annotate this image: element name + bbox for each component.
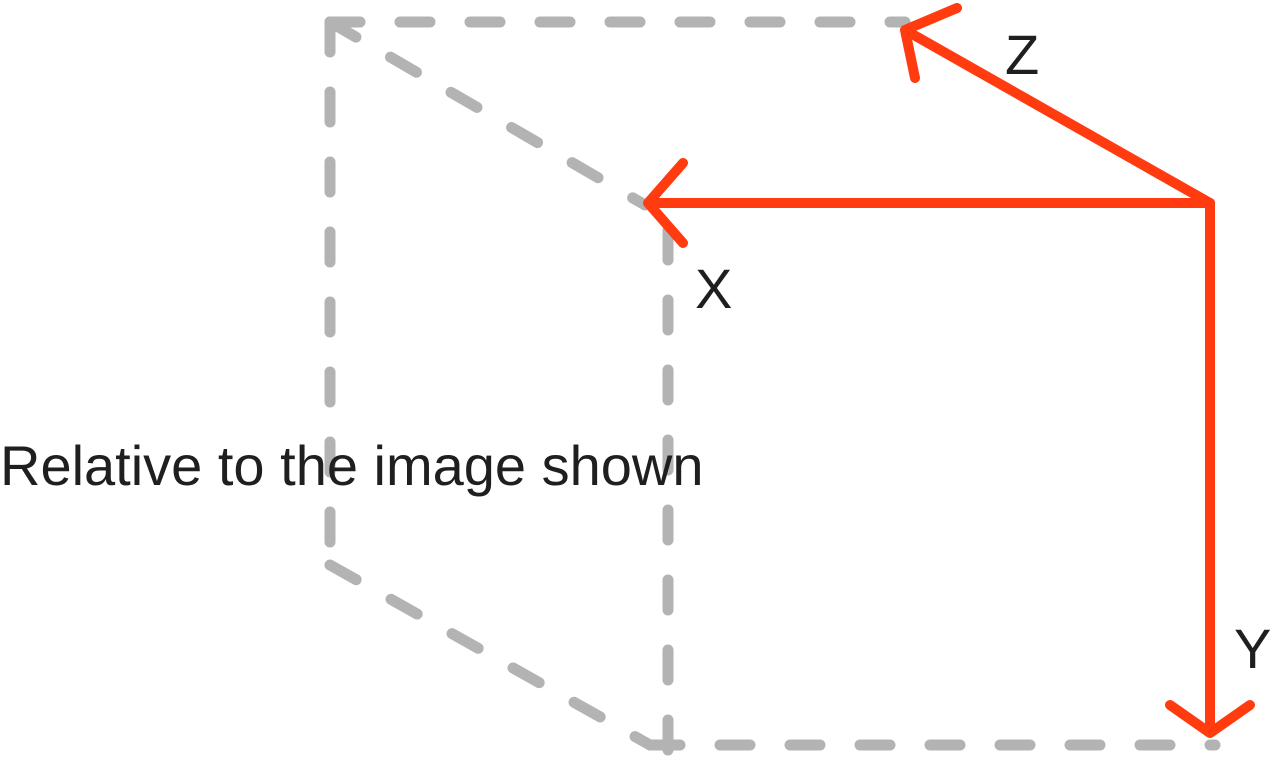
z-axis-label: Z <box>1005 23 1039 86</box>
z-axis-arrow <box>900 3 1215 208</box>
axes <box>643 3 1255 738</box>
y-axis-label: Y <box>1234 617 1271 680</box>
x-axis-label: X <box>695 257 732 320</box>
cube-edge-bottom-diagonal <box>324 559 656 751</box>
diagram-caption: Relative to the image shown <box>0 434 704 497</box>
x-axis-arrow <box>643 158 1215 248</box>
cube-outline <box>324 16 1221 778</box>
y-axis-arrow <box>1165 198 1255 738</box>
cube-edge-top-diagonal <box>324 16 651 211</box>
